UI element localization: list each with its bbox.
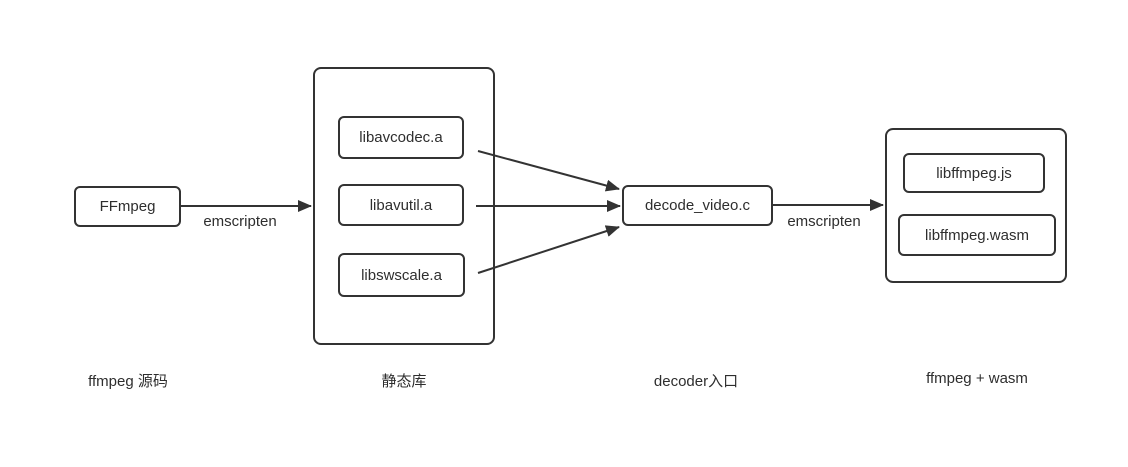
- edge-label-emscripten-right: emscripten: [787, 213, 861, 230]
- node-libswscale: libswscale.a: [338, 253, 465, 297]
- edge-libswscale-to-decoder: [477, 225, 620, 274]
- node-libavcodec: libavcodec.a: [338, 116, 464, 159]
- node-decode-video: decode_video.c: [622, 185, 773, 226]
- edge-label-emscripten-left: emscripten: [203, 213, 277, 230]
- group-output: [885, 128, 1067, 283]
- node-libavutil: libavutil.a: [338, 184, 464, 226]
- caption-static-libs: 静态库: [381, 373, 427, 390]
- caption-ffmpeg-source: ffmpeg 源码: [88, 373, 168, 390]
- edge-libavcodec-to-decoder: [477, 150, 620, 192]
- node-libffmpeg-js: libffmpeg.js: [903, 153, 1045, 193]
- node-libffmpeg-wasm: libffmpeg.wasm: [898, 214, 1056, 256]
- caption-decoder-entry: decoder入口: [653, 373, 739, 390]
- caption-ffmpeg-wasm: ffmpeg + wasm: [926, 370, 1028, 387]
- node-ffmpeg: FFmpeg: [74, 186, 181, 227]
